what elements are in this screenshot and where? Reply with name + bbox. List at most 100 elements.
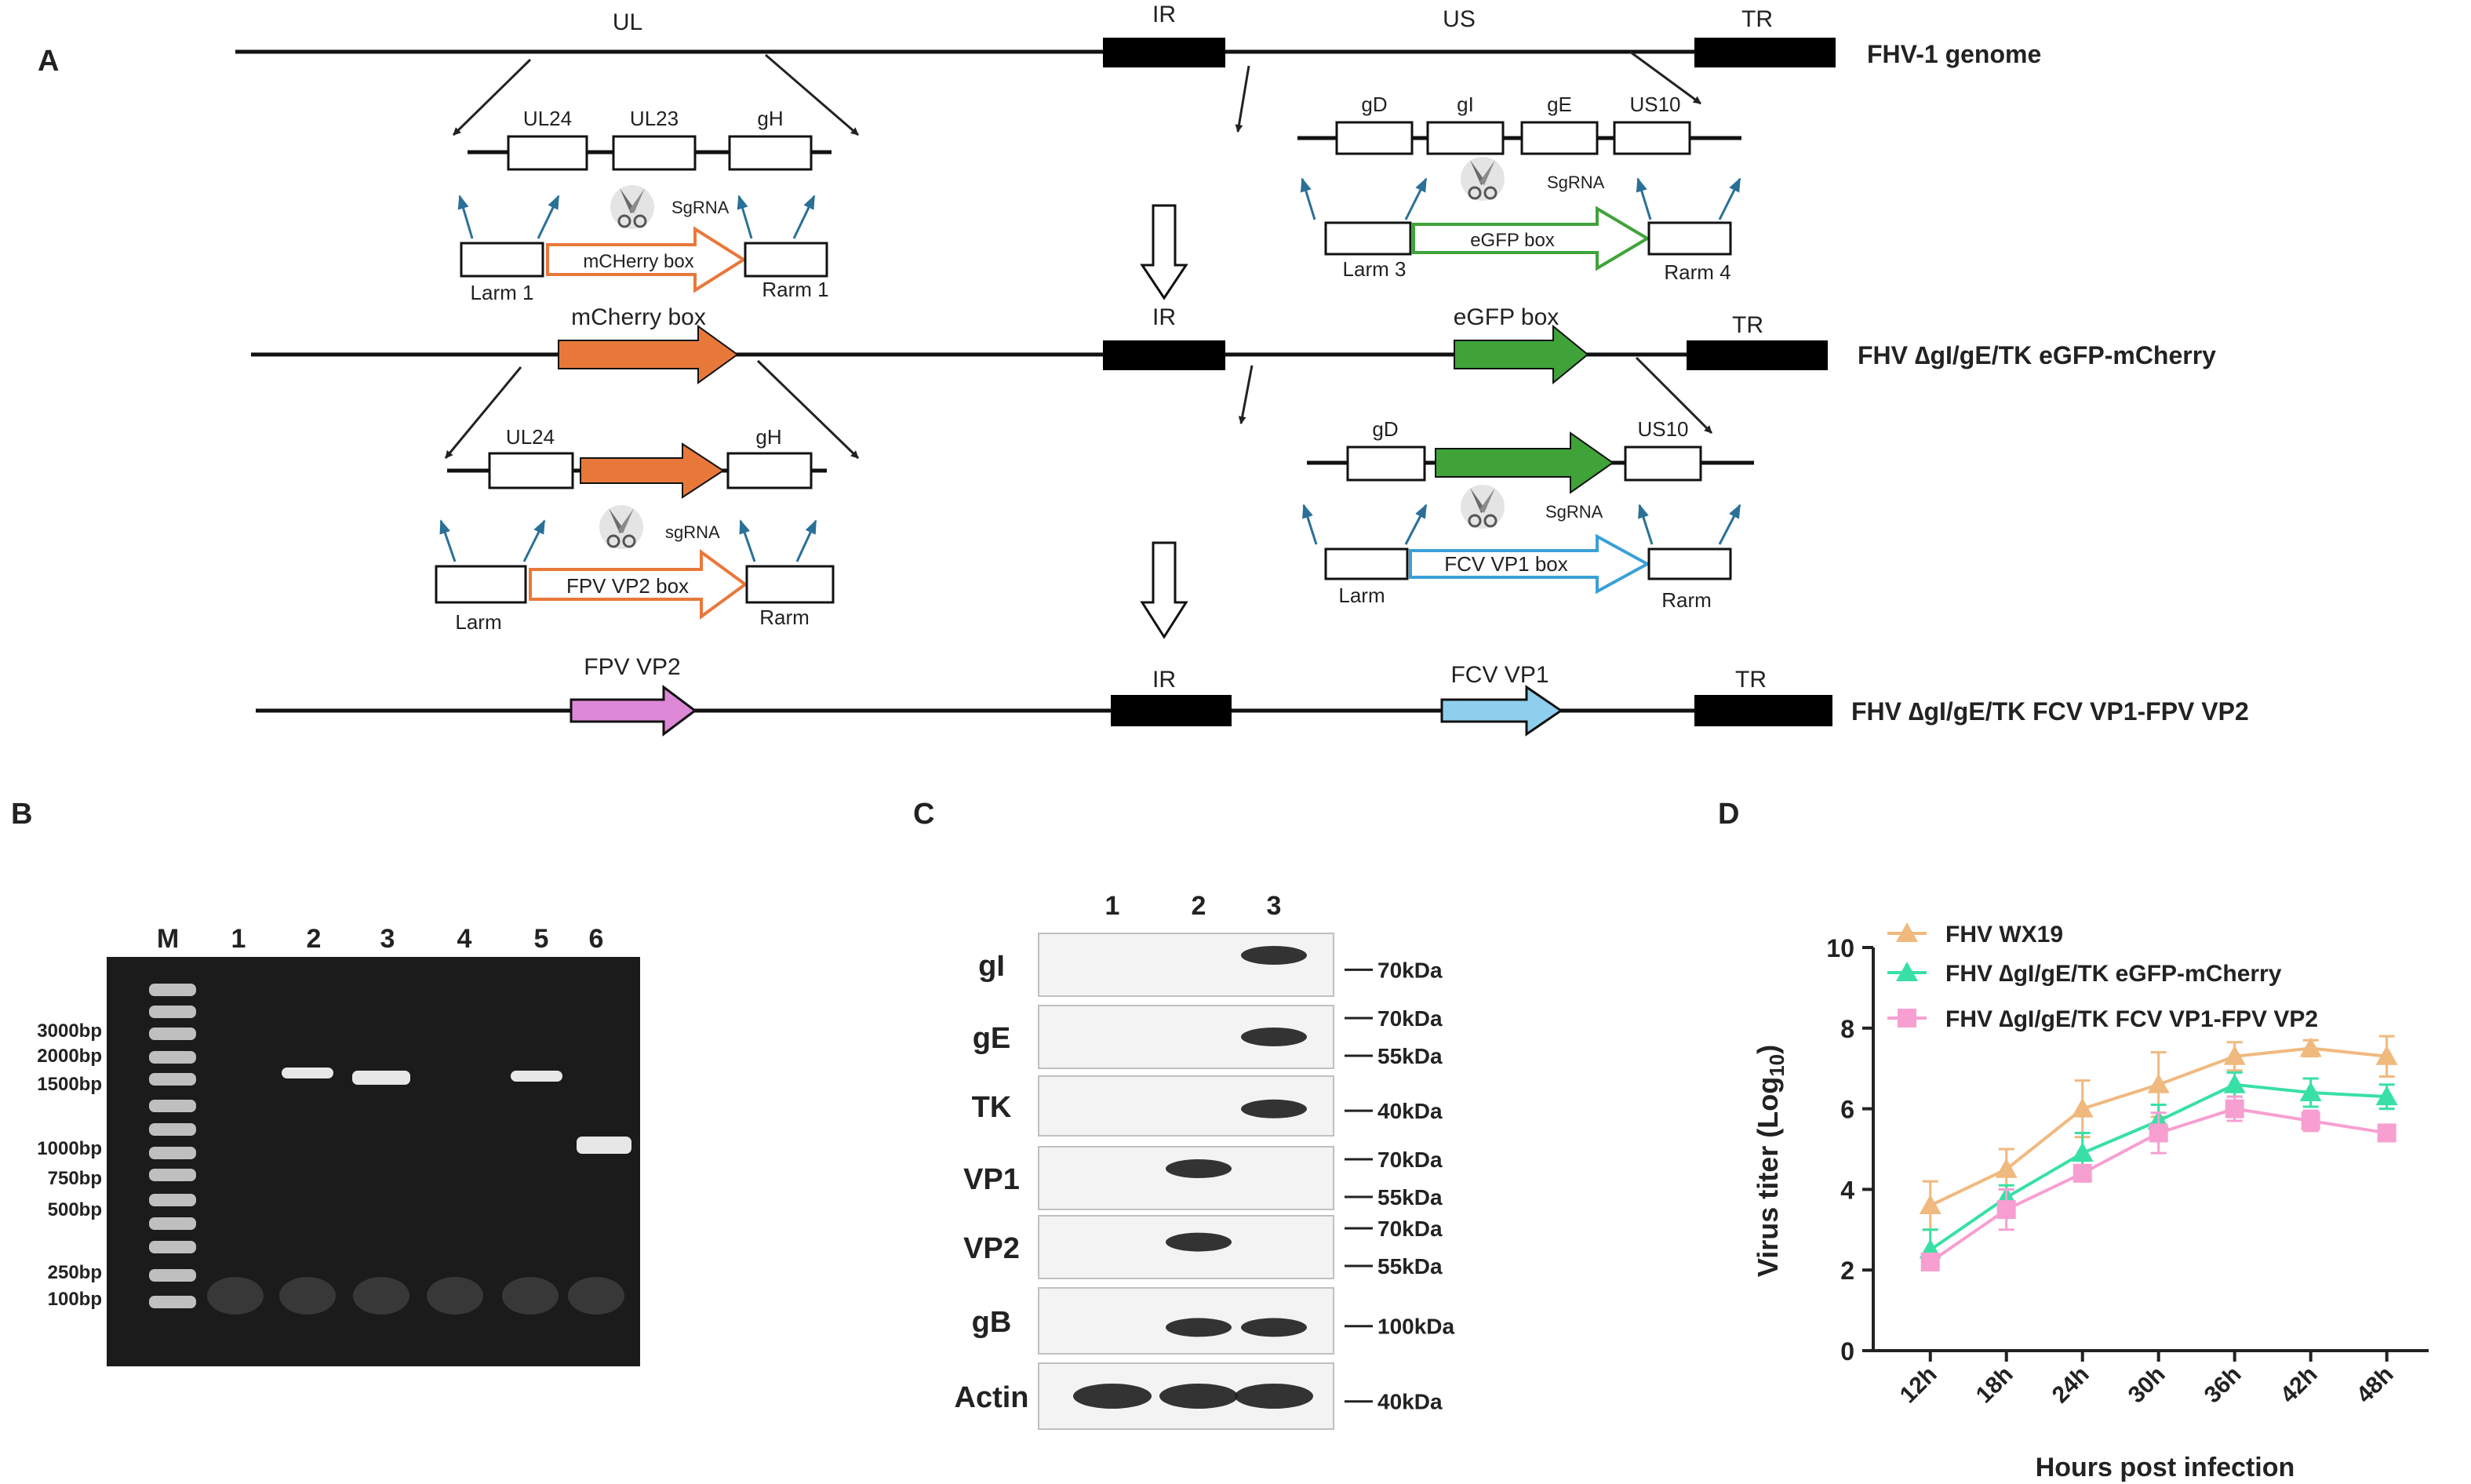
- gel-marker-label: 750bp: [48, 1168, 102, 1189]
- wb-lane-label: 2: [1192, 891, 1206, 921]
- dna-band: [577, 1137, 631, 1154]
- x-tick-label: 30h: [2123, 1362, 2171, 1409]
- wb-marker-label: 70kDa: [1377, 1006, 1443, 1031]
- gh-gene-box: [726, 452, 813, 489]
- data-point: [2073, 1163, 2092, 1183]
- gd-label: gD: [1361, 93, 1387, 116]
- cut-arrow-icon: [795, 519, 817, 562]
- genome-3: FPV VP2 IR FCV VP1 TR FHV ∆gI/gE/TK FCV …: [256, 654, 2249, 737]
- gel-marker-label: 1500bp: [37, 1074, 102, 1095]
- legend-marker: [1896, 922, 1918, 942]
- arrow-g2-us: [1635, 356, 1713, 435]
- y-tick-label: 6: [1840, 1096, 1854, 1124]
- insertion-2: gD gI gE US10 SgRNA eGFP box Larm 3 Rarm…: [1297, 93, 1741, 284]
- cut-arrow-icon: [457, 195, 474, 239]
- us10-gene-box: [1624, 446, 1702, 482]
- ladder-band: [149, 1169, 196, 1181]
- ladder-band: [149, 1217, 196, 1230]
- tr-label: TR: [1732, 312, 1763, 338]
- cut-arrow-icon: [1404, 177, 1428, 220]
- gel-marker-label: 250bp: [48, 1262, 102, 1283]
- ladder-band: [149, 1051, 196, 1064]
- gel-lane-label: 3: [380, 924, 395, 954]
- genome-2: mCherry box IR eGFP box TR FHV ∆gI/gE/TK…: [251, 304, 2216, 460]
- wb-marker-label: 55kDa: [1377, 1185, 1443, 1209]
- data-point: [1996, 1200, 2016, 1220]
- ul24-gene-box: [507, 135, 588, 171]
- ladder-band: [149, 1194, 196, 1206]
- mcherry-insert-arrow: [580, 442, 725, 499]
- gel-marker-label: 500bp: [48, 1199, 102, 1220]
- data-point: [2147, 1073, 2170, 1093]
- primer-smear: [568, 1277, 624, 1315]
- y-tick-label: 0: [1840, 1337, 1854, 1366]
- ir-block: [1111, 695, 1232, 726]
- gel-lane-label: 5: [534, 924, 549, 954]
- ladder-band: [149, 1123, 196, 1136]
- rarm-label: Rarm 4: [1664, 260, 1730, 284]
- ladder-band: [149, 1100, 196, 1112]
- ul24-label: UL24: [523, 107, 572, 130]
- rarm-box: [1647, 221, 1732, 256]
- rarm-box: [1647, 547, 1732, 580]
- primer-smear: [279, 1277, 336, 1315]
- gh-label: gH: [755, 425, 781, 449]
- wb-lane-label: 1: [1105, 891, 1120, 921]
- sgrna-label: SgRNA: [1545, 502, 1603, 522]
- legend-label: FHV ∆gI/gE/TK eGFP-mCherry: [1945, 961, 2282, 987]
- fpv-vp2-box-label: FPV VP2 box: [566, 574, 689, 598]
- down-arrow-icon: [1140, 541, 1188, 639]
- protein-band: [1166, 1159, 1232, 1178]
- mcherry-box-label: mCHerry box: [583, 251, 693, 272]
- scissors-icon: [609, 184, 656, 231]
- y-axis-title-main: Virus titer (Log: [1752, 1077, 1784, 1277]
- x-tick-label: 18h: [1971, 1362, 2018, 1409]
- insertion-4: gD US10 SgRNA FCV VP1 box Larm Rarm: [1302, 417, 1754, 612]
- us10-label: US10: [1629, 93, 1680, 116]
- cut-arrow-icon: [439, 519, 457, 562]
- genome-1-ir-label: IR: [1152, 2, 1176, 27]
- genome-1-name: FHV-1 genome: [1867, 40, 2041, 68]
- rarm-label: Rarm: [1661, 588, 1712, 612]
- arrow-g1-left: [452, 58, 532, 136]
- gel-lane-label: 4: [457, 924, 472, 954]
- ge-gene-box: [1520, 121, 1599, 155]
- egfp-box-arrow: [1454, 324, 1589, 385]
- protein-band: [1166, 1232, 1232, 1252]
- x-tick-label: 36h: [2200, 1362, 2247, 1409]
- wb-row-label: gE: [973, 1022, 1011, 1055]
- ul24-gene-box: [488, 452, 574, 489]
- protein-band: [1241, 946, 1307, 965]
- larm-box: [460, 242, 544, 278]
- gel-marker-labels: 3000bp2000bp1500bp1000bp750bp500bp250bp1…: [37, 1020, 102, 1310]
- larm-box: [1324, 221, 1412, 256]
- gel-ladder: [149, 984, 196, 1308]
- data-point: [2375, 1086, 2398, 1106]
- us10-label: US10: [1637, 417, 1688, 441]
- panel-c-letter: C: [913, 798, 934, 831]
- rarm-box: [744, 242, 828, 278]
- wb-membrane: [1038, 1146, 1334, 1210]
- panel-a-letter: A: [38, 45, 59, 78]
- gel-lane-label: 1: [231, 924, 246, 954]
- y-axis-title: Virus titer (Log10): [1752, 1045, 1789, 1277]
- arrow-g2-right: [756, 359, 860, 460]
- wb-marker-label: 40kDa: [1377, 1390, 1443, 1414]
- legend-marker: [1896, 962, 1918, 981]
- gel-marker-label: 1000bp: [37, 1138, 102, 1159]
- egfp-box-label: eGFP box: [1454, 304, 1559, 330]
- series: [1920, 1095, 2396, 1271]
- wb-marker-label: 100kDa: [1377, 1315, 1455, 1339]
- x-tick-label: 48h: [2352, 1362, 2399, 1409]
- wb-row-label: Actin: [955, 1381, 1029, 1414]
- data-point: [2375, 1045, 2398, 1065]
- data-point: [2071, 1142, 2094, 1162]
